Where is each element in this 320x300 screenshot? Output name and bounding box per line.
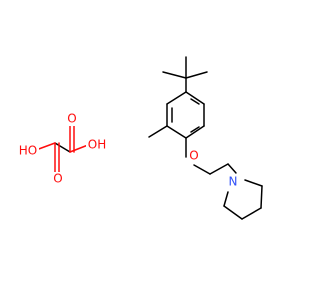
ring-double-1 bbox=[190, 98, 200, 105]
structure-drawing: HO OH O O bbox=[17, 56, 263, 220]
aryl-piperidine: O N bbox=[148, 56, 263, 220]
o-top-bg bbox=[65, 112, 79, 126]
bond-ch2-n bbox=[227, 163, 237, 174]
bond-c1-oh bbox=[35, 142, 56, 151]
ho-left-bg bbox=[17, 143, 39, 157]
molecule-canvas: HO OH O O bbox=[17, 56, 263, 220]
pip-bond-2 bbox=[223, 205, 243, 220]
pip-bond-5 bbox=[244, 179, 263, 187]
bond-o-ch2 bbox=[193, 164, 211, 175]
bond-c1-c2 bbox=[54, 142, 71, 153]
bond-tbutyl-right bbox=[185, 71, 208, 79]
ring-bond-6 bbox=[166, 91, 187, 105]
ring-bond-3 bbox=[185, 125, 205, 139]
atom-o-top: O bbox=[67, 112, 76, 126]
n-bg bbox=[226, 175, 240, 189]
pip-bond-4 bbox=[260, 185, 263, 209]
bond-ch2-ch2 bbox=[209, 163, 229, 175]
o-bottom-bg bbox=[51, 172, 65, 186]
bond-tbutyl-left bbox=[162, 71, 187, 79]
atom-n: N bbox=[229, 175, 238, 189]
pip-bond-1 bbox=[223, 191, 229, 207]
oxalic-acid: HO OH O O bbox=[17, 112, 108, 186]
atom-o-bottom: O bbox=[53, 172, 62, 186]
bond-methyl bbox=[148, 125, 168, 138]
atom-ether-o: O bbox=[189, 149, 198, 163]
ring-bond-4 bbox=[166, 125, 187, 139]
ring-double-2 bbox=[190, 126, 200, 133]
ring-bond-1 bbox=[185, 91, 205, 105]
ether-o-bg bbox=[187, 149, 201, 163]
atom-ho-left: HO bbox=[19, 144, 37, 158]
pip-bond-3 bbox=[241, 207, 262, 220]
oh-right-bg bbox=[86, 138, 108, 152]
bond-c2-oh bbox=[69, 144, 89, 153]
atom-oh-right: OH bbox=[88, 138, 106, 152]
